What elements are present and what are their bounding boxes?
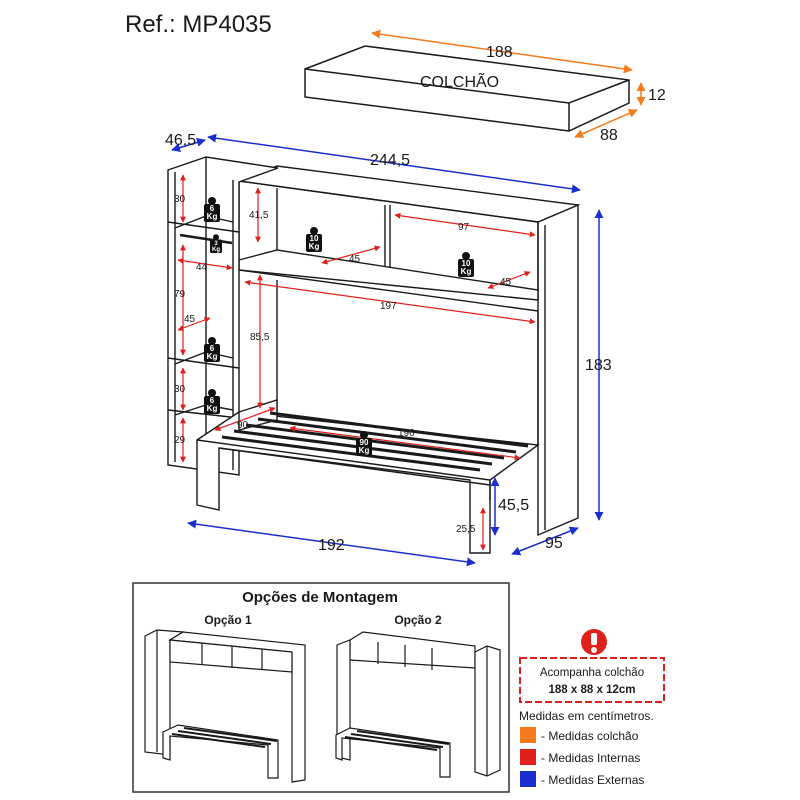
bridge-width-label: 197 xyxy=(380,301,397,312)
svg-text:Kg: Kg xyxy=(461,267,472,276)
svg-text:6: 6 xyxy=(210,204,215,213)
legend-swatch-orange xyxy=(520,727,536,743)
reference-title: Ref.: MP4035 xyxy=(125,11,272,38)
niche-width-arrow xyxy=(394,212,536,238)
svg-text:Kg: Kg xyxy=(212,247,220,253)
tower-depth-label: 46,5 xyxy=(165,132,196,149)
svg-text:6: 6 xyxy=(210,396,215,405)
option1-drawing xyxy=(144,629,306,783)
mattress-label: COLCHÃO xyxy=(420,71,499,91)
svg-text:10: 10 xyxy=(462,259,471,268)
niche-width-label: 97 xyxy=(458,222,470,233)
svg-text:10: 10 xyxy=(310,234,319,243)
legend-internal-label: - Medidas Internas xyxy=(541,751,640,765)
tower-depth-inner-arrow xyxy=(177,317,211,331)
legend-mattress-label: - Medidas colchão xyxy=(541,729,639,743)
bridge-width-arrow xyxy=(244,279,536,325)
bed-inner-width-arrow xyxy=(214,407,276,431)
tower-inner-width-label: 44 xyxy=(196,262,208,273)
niche-depth-2-label: 45 xyxy=(500,277,512,288)
mattress-width-label: 88 xyxy=(600,127,618,144)
weight-icon-niche-left: 10 Kg xyxy=(306,227,322,252)
svg-text:3: 3 xyxy=(214,241,218,247)
bed-inner-length-arrow xyxy=(289,425,521,461)
weight-icon-tower-mid: 6 Kg xyxy=(204,337,220,362)
legend-title: Medidas em centímetros. xyxy=(519,709,654,723)
tower-shelf-2-label: 30 xyxy=(174,384,186,395)
option2-title: Opção 2 xyxy=(394,613,442,627)
mattress-height-label: 12 xyxy=(648,87,666,104)
upper-niche-height-label: 41,5 xyxy=(249,210,269,221)
tower-depth-inner-label: 45 xyxy=(184,314,196,325)
legend-swatch-blue xyxy=(520,771,536,787)
tower-hanger-label: 79 xyxy=(174,289,186,300)
tower-shelf-1-label: 30 xyxy=(174,194,186,205)
svg-text:Kg: Kg xyxy=(207,212,218,221)
svg-text:6: 6 xyxy=(210,344,215,353)
legend-external-label: - Medidas Externas xyxy=(541,773,644,787)
total-width-label: 244,5 xyxy=(370,152,410,169)
height-label: 183 xyxy=(585,357,612,374)
niche-depth-1-arrow xyxy=(321,245,381,265)
bed-depth-label: 95 xyxy=(545,535,563,552)
bed-width-label: 192 xyxy=(318,537,345,554)
weight-icon-niche-right: 10 Kg xyxy=(458,252,474,277)
weight-icon-tower-low: 6 Kg xyxy=(204,389,220,414)
weight-icon-bed: 90 Kg xyxy=(356,431,372,456)
option1-slats xyxy=(171,727,278,748)
notice-line1: Acompanha colchão xyxy=(540,667,644,679)
svg-text:90: 90 xyxy=(360,438,369,447)
option2-slats xyxy=(344,730,450,751)
bed-inner-length-label: 190 xyxy=(398,428,415,439)
total-width-arrow xyxy=(207,133,581,194)
option1-title: Opção 1 xyxy=(204,613,252,627)
svg-text:Kg: Kg xyxy=(207,404,218,413)
tower-inner-width-arrow xyxy=(177,257,233,271)
weight-icon-tower-rod: 3 Kg xyxy=(210,234,222,253)
notice-line2: 188 x 88 x 12cm xyxy=(549,684,636,696)
assembly-title: Opções de Montagem xyxy=(242,589,398,606)
svg-text:Kg: Kg xyxy=(359,446,370,455)
bed-depth-arrow xyxy=(511,526,579,556)
legend-swatch-red xyxy=(520,749,536,765)
weight-icon-tower-top: 6 Kg xyxy=(204,197,220,222)
bridge-clearance-label: 85,5 xyxy=(250,332,270,343)
mattress-width-arrow xyxy=(574,109,638,138)
mattress-notice-box xyxy=(519,657,665,703)
furniture-drawing xyxy=(167,156,581,554)
svg-text:Kg: Kg xyxy=(207,352,218,361)
svg-text:Kg: Kg xyxy=(309,242,320,251)
bed-inner-width-label: 90 xyxy=(237,420,249,431)
tower-depth-arrow xyxy=(171,138,206,152)
tower-shelf-3-label: 29 xyxy=(174,435,186,446)
leg-height-label: 25,5 xyxy=(456,524,476,535)
bed-height-label: 45,5 xyxy=(498,497,529,514)
warning-icon xyxy=(581,629,607,655)
niche-depth-1-label: 45 xyxy=(349,254,361,265)
bed-width-arrow xyxy=(187,519,476,567)
assembly-options-box xyxy=(132,582,510,793)
mattress-length-arrow xyxy=(371,29,633,74)
mattress-length-label: 188 xyxy=(486,44,513,61)
